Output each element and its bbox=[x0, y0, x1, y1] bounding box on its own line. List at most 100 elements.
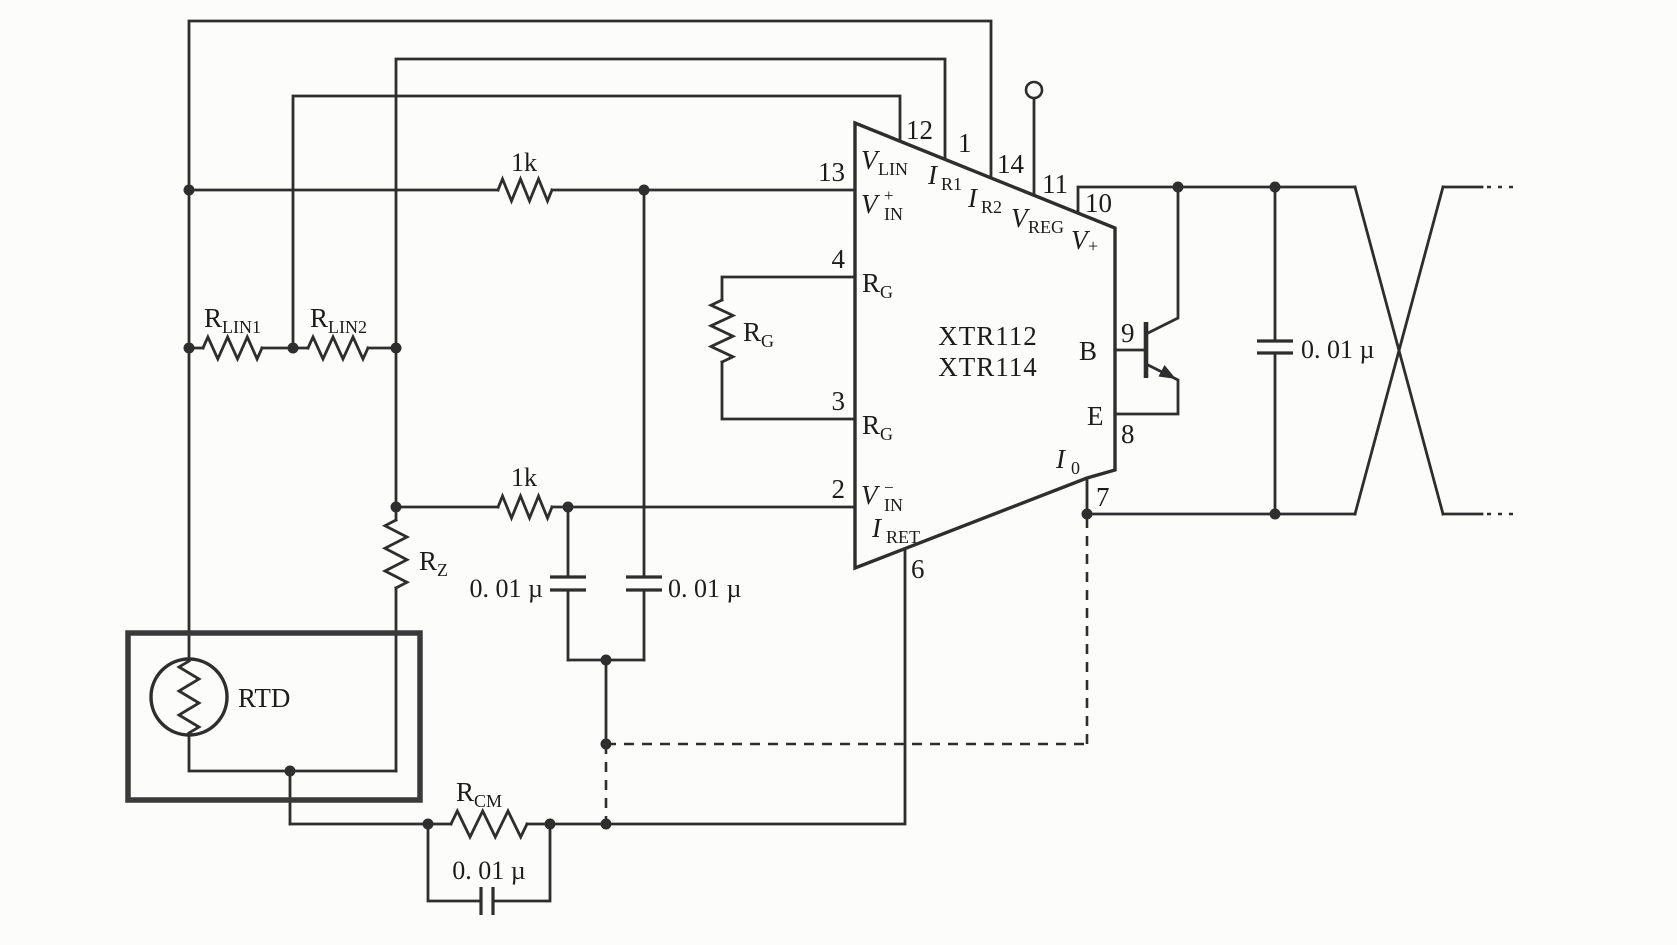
rg4-main: R bbox=[862, 268, 880, 298]
junction-dot bbox=[1081, 508, 1093, 520]
label-rlin2: R LIN2 bbox=[310, 303, 367, 337]
pin-3-label: 3 bbox=[832, 386, 846, 416]
junction-dot bbox=[390, 501, 402, 513]
resistor-rlin1-symbol bbox=[201, 333, 264, 363]
label-rg-pin3: R G bbox=[862, 410, 893, 444]
pin-10-label: 10 bbox=[1085, 188, 1112, 218]
junction-dot bbox=[600, 818, 612, 830]
rlin1-main: R bbox=[204, 303, 222, 333]
resistor-rcm-symbol bbox=[449, 807, 529, 841]
wire-ir2-feedback bbox=[187, 19, 993, 661]
junction-dot bbox=[1269, 181, 1281, 193]
rlin2-sub: LIN2 bbox=[328, 317, 367, 337]
rz-main: R bbox=[419, 546, 437, 576]
rg3-sub: G bbox=[880, 424, 893, 444]
junction-dot bbox=[1269, 508, 1281, 520]
wire-rg-loop bbox=[720, 275, 857, 421]
ic-signal-labels: V LIN I R1 I R2 V REG V + V + IN R G R bbox=[861, 145, 1104, 547]
rz-sub: Z bbox=[437, 560, 448, 580]
vinp-sub: IN bbox=[884, 204, 903, 224]
resistors bbox=[201, 175, 737, 841]
vplus-main: V bbox=[1071, 225, 1091, 255]
wire-vplus-rail bbox=[1076, 185, 1357, 215]
vlin-main: V bbox=[861, 145, 881, 175]
pin-6-label: 6 bbox=[911, 554, 925, 584]
resistor-1k-bottom-symbol bbox=[496, 492, 554, 522]
label-vlin: V LIN bbox=[861, 145, 908, 179]
label-ir1: I R1 bbox=[927, 160, 962, 194]
label-iret: I RET bbox=[871, 513, 920, 547]
rlin2-main: R bbox=[310, 303, 328, 333]
label-vin-plus: V + IN bbox=[861, 186, 903, 224]
junction-dot bbox=[390, 342, 402, 354]
label-rcm: R CM bbox=[456, 777, 502, 811]
wire-vlin-feedback bbox=[291, 94, 902, 350]
pin-4-label: 4 bbox=[832, 244, 846, 274]
vplus-sub: + bbox=[1088, 236, 1098, 256]
label-rtd: RTD bbox=[238, 683, 290, 713]
rtd-sensor bbox=[125, 630, 423, 803]
ir1-main: I bbox=[927, 160, 939, 190]
junction-dot bbox=[544, 818, 556, 830]
label-io: I 0 bbox=[1055, 444, 1080, 478]
vinp-main: V bbox=[861, 189, 881, 219]
npn-transistor bbox=[1113, 185, 1180, 416]
junction-dot bbox=[600, 654, 612, 666]
pin-11-label: 11 bbox=[1042, 169, 1068, 199]
vreg-open-terminal-icon bbox=[1024, 80, 1044, 100]
vlin-sub: LIN bbox=[878, 159, 908, 179]
label-cap-vinn: 0. 01 µ bbox=[470, 574, 544, 603]
rg4-sub: G bbox=[880, 282, 893, 302]
junction-dot bbox=[284, 765, 296, 777]
vinn-sup: − bbox=[884, 478, 894, 497]
resistor-rg-symbol bbox=[707, 298, 737, 364]
rg3-main: R bbox=[862, 410, 880, 440]
capacitors bbox=[479, 339, 1293, 915]
label-vplus: V + bbox=[1071, 225, 1098, 256]
io-sub: 0 bbox=[1071, 458, 1080, 478]
resistor-rlin2-symbol bbox=[306, 333, 370, 363]
rg-ext-sub: G bbox=[761, 331, 774, 351]
label-rlin1: R LIN1 bbox=[204, 303, 261, 337]
ir2-sub: R2 bbox=[981, 197, 1002, 217]
label-cap-output: 0. 01 µ bbox=[1301, 335, 1375, 364]
junction-dot bbox=[638, 184, 650, 196]
label-vin-minus: V − IN bbox=[861, 478, 903, 515]
pin-1-label: 1 bbox=[958, 128, 972, 158]
rcm-main: R bbox=[456, 777, 474, 807]
resistor-1k-top-symbol bbox=[496, 175, 554, 205]
label-vreg: V REG bbox=[1011, 203, 1064, 237]
rtd-resistor-zigzag bbox=[176, 659, 202, 735]
label-cap-rcm: 0. 01 µ bbox=[452, 856, 526, 885]
ic-part-number-2: XTR114 bbox=[938, 352, 1038, 382]
label-rg-external: R G bbox=[743, 317, 774, 351]
wire-caps-common bbox=[566, 658, 646, 746]
ic-part-number-1: XTR112 bbox=[938, 321, 1038, 351]
label-rz: R Z bbox=[419, 546, 448, 580]
ic-xtr112 bbox=[853, 120, 1117, 571]
vinn-sub: IN bbox=[884, 495, 903, 515]
iret-main: I bbox=[871, 513, 883, 543]
component-labels: R LIN1 R LIN2 R Z R G R CM 1k 1k RTD 0. … bbox=[204, 148, 1375, 885]
label-cap-vinp: 0. 01 µ bbox=[668, 574, 742, 603]
vinp-sup: + bbox=[884, 186, 894, 205]
iret-sub: RET bbox=[886, 527, 920, 547]
capacitor-output-symbol bbox=[1257, 339, 1293, 355]
junction-dot bbox=[183, 342, 195, 354]
junction-dots bbox=[183, 181, 1281, 830]
wire-output-bot-slant bbox=[1353, 185, 1445, 516]
junction-dot bbox=[183, 184, 195, 196]
capacitor-vinp-symbol bbox=[626, 575, 662, 592]
rcm-sub: CM bbox=[474, 791, 502, 811]
label-emitter: E bbox=[1087, 401, 1104, 431]
ir1-sub: R1 bbox=[941, 174, 962, 194]
transistor-emitter-arrow-icon bbox=[1158, 365, 1176, 379]
label-ir2: I R2 bbox=[967, 183, 1002, 217]
io-main: I bbox=[1055, 444, 1067, 474]
ic-outline bbox=[853, 120, 1117, 571]
pin-14-label: 14 bbox=[997, 149, 1025, 179]
pin-12-label: 12 bbox=[906, 115, 933, 145]
label-base: B bbox=[1079, 336, 1097, 366]
